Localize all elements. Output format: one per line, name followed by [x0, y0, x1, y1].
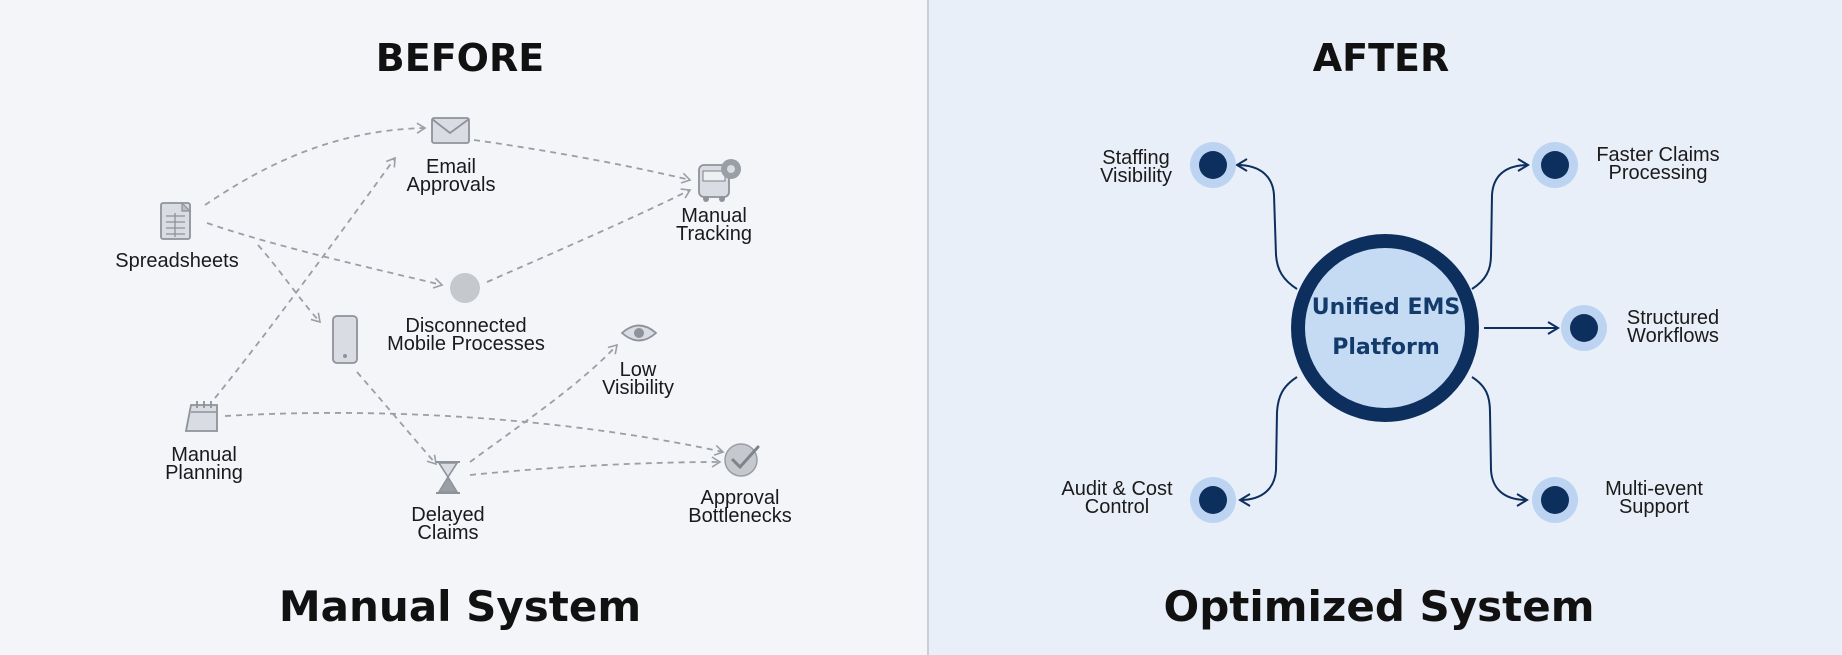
flow-spreadsheets-phone [257, 244, 322, 324]
envelope-icon [431, 117, 470, 144]
after-connectors [1235, 158, 1560, 507]
hourglass-icon [436, 461, 460, 494]
before-flows [204, 122, 725, 476]
hub-ring [1291, 234, 1479, 422]
connector-faster-claims [1471, 158, 1530, 290]
after-caption: Optimized System [1163, 582, 1595, 631]
node-multievent-dot [1541, 486, 1569, 514]
flow-claims-visibility [469, 343, 619, 463]
smartphone-icon [332, 315, 358, 364]
connector-multievent [1471, 376, 1529, 507]
connector-staffing [1235, 158, 1298, 290]
flow-spreadsheets-email [204, 122, 427, 206]
before-panel [0, 0, 927, 655]
mobile-process-node-icon [450, 273, 480, 303]
flow-email-tracking [473, 139, 692, 184]
approval-check-icon [724, 443, 760, 477]
flow-phone-claims [356, 371, 437, 466]
node-claims-dot [1541, 151, 1569, 179]
flow-planning-email [214, 156, 396, 399]
after-nodes [1190, 142, 1607, 523]
after-title: AFTER [1312, 36, 1450, 80]
flow-planning-bottlenecks [224, 412, 725, 456]
before-title: BEFORE [375, 36, 545, 80]
flow-claims-bottlenecks [469, 456, 722, 476]
panel-divider [927, 0, 929, 655]
flow-mobile-tracking [486, 188, 692, 283]
node-audit-dot [1199, 486, 1227, 514]
bus-tracking-icon [698, 159, 741, 202]
eye-icon [620, 324, 658, 342]
before-caption: Manual System [278, 582, 642, 631]
flow-spreadsheets-mobile-node [206, 222, 444, 289]
node-workflows-dot [1570, 314, 1598, 342]
calendar-icon [184, 401, 218, 432]
node-staffing-dot [1199, 151, 1227, 179]
connector-audit [1238, 376, 1298, 507]
spreadsheet-icon [160, 201, 192, 240]
label-spreadsheets: Spreadsheets [115, 250, 239, 272]
